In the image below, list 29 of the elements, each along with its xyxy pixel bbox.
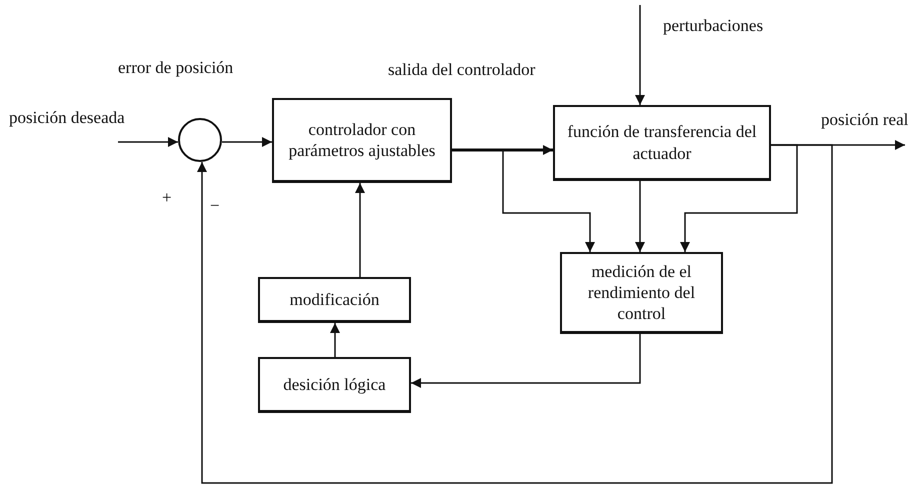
arrow bbox=[452, 145, 553, 155]
box-label: controlador con parámetros ajustables bbox=[288, 118, 436, 162]
process-box bbox=[258, 277, 411, 323]
sign-label: − bbox=[210, 196, 220, 216]
process-box bbox=[272, 98, 452, 183]
process-box bbox=[553, 105, 771, 181]
arrow bbox=[635, 181, 645, 252]
box-label: modificación bbox=[290, 288, 380, 310]
signal-label: error de posición bbox=[118, 58, 234, 78]
sign-label: + bbox=[162, 188, 172, 208]
box-label: desición lógica bbox=[283, 374, 386, 396]
arrow bbox=[118, 137, 178, 147]
box-label: medición de el rendimiento del control bbox=[586, 260, 696, 324]
arrow bbox=[330, 323, 340, 357]
signal-label: salida del controlador bbox=[388, 60, 536, 80]
arrow bbox=[452, 149, 595, 252]
arrow bbox=[411, 334, 641, 388]
edge-label: posición real bbox=[820, 110, 910, 130]
process-box bbox=[258, 357, 411, 413]
arrow bbox=[680, 144, 798, 252]
arrow bbox=[355, 183, 365, 277]
arrow bbox=[197, 144, 833, 484]
summing-junction bbox=[178, 118, 222, 162]
arrow bbox=[222, 137, 272, 147]
arrow bbox=[635, 5, 645, 105]
edge-label: posición deseada bbox=[8, 108, 126, 128]
box-label: función de transferencia del actuador bbox=[566, 121, 758, 164]
process-box bbox=[560, 252, 723, 334]
edge-label: perturbaciones bbox=[662, 16, 764, 36]
